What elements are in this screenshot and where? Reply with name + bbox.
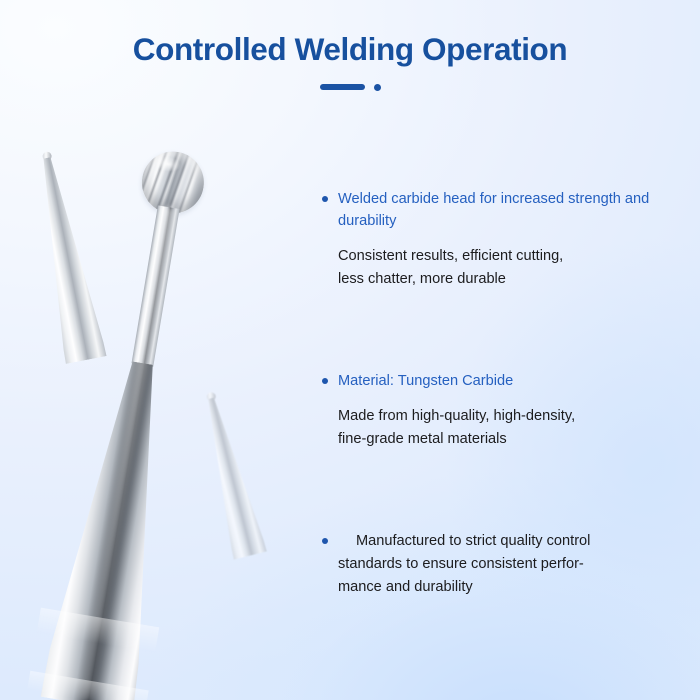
bur-highlight — [81, 206, 174, 700]
bur-shaft — [25, 154, 107, 365]
feature-heading-text: Material: Tungsten Carbide — [338, 373, 514, 389]
bur-shank-band — [27, 670, 149, 700]
feature-heading-text: Welded carbide head for increased streng… — [338, 191, 650, 229]
bur-tapered-shank — [26, 353, 201, 700]
page-title: Controlled Welding Operation — [132, 31, 568, 67]
dental-round-carbide-bur-image — [26, 142, 237, 700]
header: Controlled Welding Operation — [0, 0, 700, 91]
divider-bar-icon — [319, 84, 365, 91]
title-divider — [0, 83, 700, 91]
carbide-round-head-icon — [137, 146, 209, 219]
feature-heading: Welded carbide head for increased streng… — [320, 188, 665, 232]
bur-neck — [131, 205, 180, 367]
bur-shank-band — [36, 607, 160, 654]
bullet-dot-icon — [322, 378, 328, 384]
bur-head-icon — [41, 151, 52, 162]
bur-head-icon — [205, 391, 217, 403]
divider-dot-icon — [373, 83, 381, 91]
dental-bur-small-center-image — [192, 388, 268, 560]
feature-body-text: Made from high-quality, high-density, fi… — [338, 408, 576, 447]
feature-item: Manufactured to strict quality control s… — [320, 530, 665, 599]
dental-bur-small-upper-left-image — [24, 148, 108, 365]
feature-item: Material: Tungsten Carbide Made from hig… — [320, 370, 665, 451]
feature-body-text: Manufactured to strict quality control s… — [338, 533, 591, 595]
feature-item: Welded carbide head for increased streng… — [320, 188, 665, 291]
feature-heading: Manufactured to strict quality control s… — [320, 530, 665, 599]
bullet-dot-icon — [322, 538, 328, 544]
bullet-dot-icon — [322, 196, 328, 202]
feature-heading: Material: Tungsten Carbide — [320, 370, 665, 392]
feature-body-text: Consistent results, efficient cutting, l… — [338, 248, 564, 287]
bur-shaft — [194, 394, 268, 560]
